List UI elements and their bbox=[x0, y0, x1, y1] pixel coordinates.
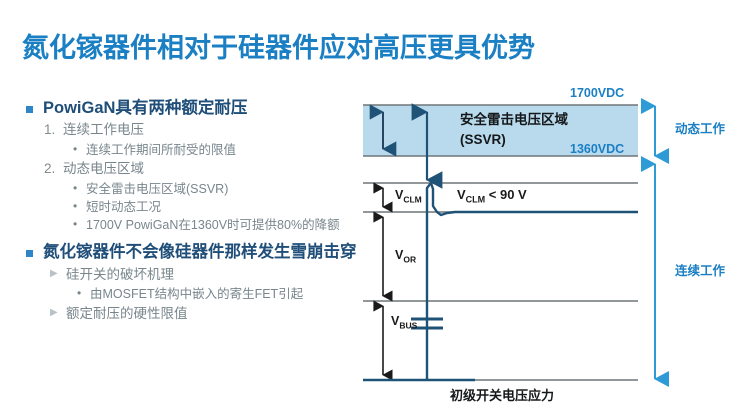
measure-label-vor: VOR bbox=[395, 248, 416, 265]
measure-label-vor-main: V bbox=[395, 248, 404, 262]
annotation-vclm-limit: VCLM < 90 V bbox=[457, 187, 527, 205]
measure-label-vbus-main: V bbox=[391, 314, 400, 328]
list-item-label: 额定耐压的硬性限值 bbox=[66, 305, 188, 321]
measure-label-vbus-sub: BUS bbox=[399, 320, 418, 331]
list-item: 1. 连续工作电压 bbox=[20, 121, 370, 140]
page-title: 氮化镓器件相对于硅器件应对高压更具优势 bbox=[22, 33, 535, 63]
bullet-level1-label: PowiGaN具有两种额定耐压 bbox=[43, 99, 248, 117]
list-item-label: 动态电压区域 bbox=[63, 161, 144, 177]
triangle-bullet-icon: ▶ bbox=[50, 306, 58, 318]
ssvr-band-label-line2: (SSVR) bbox=[460, 132, 506, 147]
measure-label-vor-sub: OR bbox=[403, 254, 417, 265]
list-item-label: 连续工作电压 bbox=[63, 122, 144, 138]
side-label-dynamic: 动态工作 bbox=[675, 122, 726, 136]
list-item: ▶ 硅开关的破坏机理 bbox=[20, 266, 370, 285]
dot-bullet-icon: • bbox=[73, 217, 78, 232]
square-bullet-icon bbox=[26, 250, 33, 258]
dot-bullet-icon: • bbox=[73, 181, 78, 196]
dot-bullet-icon: • bbox=[77, 286, 82, 301]
square-bullet-icon bbox=[26, 106, 33, 113]
measure-label-vclm: VCLM bbox=[395, 188, 422, 205]
list-item: • 安全雷击电压区域(SSVR) bbox=[20, 180, 370, 198]
list-item-label: 安全雷击电压区域(SSVR) bbox=[86, 182, 229, 197]
list-item: • 连续工作期间所耐受的限值 bbox=[20, 141, 370, 159]
label-1700vdc: 1700VDC bbox=[570, 86, 625, 100]
annotation-vclm-suffix: < 90 V bbox=[485, 187, 527, 202]
dot-bullet-icon: • bbox=[73, 142, 78, 156]
list-number: 1. bbox=[44, 122, 56, 138]
bullet-level1-powigan: PowiGaN具有两种额定耐压 bbox=[20, 98, 370, 119]
side-label-continuous: 连续工作 bbox=[675, 264, 726, 278]
list-item: 2. 动态电压区域 bbox=[20, 160, 370, 179]
list-item-label: 硅开关的破坏机理 bbox=[66, 266, 174, 282]
list-item: • 由MOSFET结构中嵌入的寄生FET引起 bbox=[20, 285, 370, 303]
measure-label-vclm-sub: CLM bbox=[403, 194, 422, 205]
list-item: ▶ 额定耐压的硬性限值 bbox=[20, 305, 370, 324]
content-column: PowiGaN具有两种额定耐压 1. 连续工作电压 • 连续工作期间所耐受的限值… bbox=[20, 98, 370, 324]
annotation-vclm-prefix: V bbox=[457, 187, 466, 202]
list-item-label: 由MOSFET结构中嵌入的寄生FET引起 bbox=[90, 287, 304, 302]
list-item-label: 1700V PowiGaN在1360V时可提供80%的降额 bbox=[86, 218, 340, 233]
switch-voltage-waveform bbox=[425, 181, 638, 380]
bullet-level1-avalanche: 氮化镓器件不会像硅器件那样发生雪崩击穿 bbox=[20, 242, 370, 263]
measure-label-vclm-main: V bbox=[395, 188, 404, 202]
list-item-label: 短时动态工况 bbox=[86, 200, 162, 215]
ssvr-band-label-line1: 安全雷击电压区域 bbox=[460, 112, 568, 127]
bullet-level1-label: 氮化镓器件不会像硅器件那样发生雪崩击穿 bbox=[43, 243, 357, 262]
list-number: 2. bbox=[44, 161, 56, 177]
diagram-caption: 初级开关电压应力 bbox=[450, 388, 555, 403]
list-item: • 1700V PowiGaN在1360V时可提供80%的降额 bbox=[20, 216, 370, 234]
dot-bullet-icon: • bbox=[73, 199, 78, 214]
label-1360vdc: 1360VDC bbox=[570, 142, 625, 156]
measure-label-vbus: VBUS bbox=[391, 314, 417, 331]
list-item-label: 连续工作期间所耐受的限值 bbox=[86, 143, 237, 157]
triangle-bullet-icon: ▶ bbox=[50, 267, 58, 279]
diagram-svg bbox=[363, 98, 669, 387]
annotation-vclm-sub: CLM bbox=[465, 194, 486, 205]
voltage-stress-diagram: 1700VDC 1360VDC 安全雷击电压区域 (SSVR) 动态工作 连续工… bbox=[355, 86, 740, 403]
ssvr-band-fill bbox=[363, 105, 638, 156]
list-item: • 短时动态工况 bbox=[20, 198, 370, 216]
